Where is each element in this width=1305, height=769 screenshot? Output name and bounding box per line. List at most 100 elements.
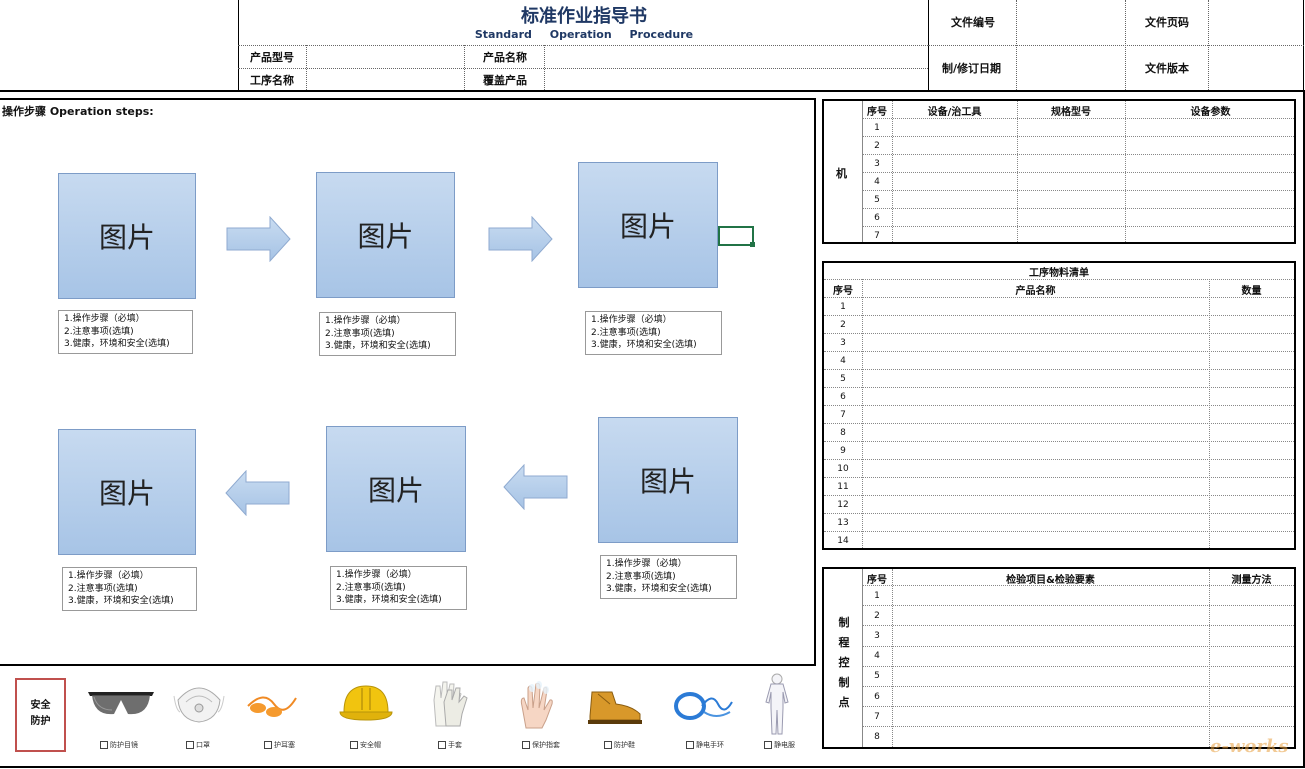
- table-row[interactable]: 5: [862, 191, 1294, 209]
- doc-version-label: 文件版本: [1145, 62, 1189, 75]
- col-header: 产品名称: [1015, 286, 1056, 297]
- row-number: 4: [874, 176, 880, 187]
- ppe-item[interactable]: 静电手环: [686, 740, 724, 750]
- row-number: 12: [837, 499, 849, 510]
- mask-icon: [173, 687, 225, 723]
- ppe-checkbox[interactable]: [764, 741, 772, 749]
- ppe-label: 安全帽: [360, 741, 381, 749]
- table-row[interactable]: 7: [824, 406, 1294, 424]
- table-row[interactable]: 7: [862, 227, 1294, 245]
- row-number: 5: [874, 671, 880, 682]
- table-row[interactable]: 3: [824, 334, 1294, 352]
- arrow-right-icon: [488, 216, 553, 262]
- row-number: 3: [874, 630, 880, 641]
- doc-page-label: 文件页码: [1145, 16, 1189, 29]
- ppe-label: 静电手环: [696, 741, 724, 749]
- col-header: 数量: [1241, 286, 1262, 297]
- ppe-item[interactable]: 防护目镜: [100, 740, 138, 750]
- ppe-item[interactable]: 保护指套: [522, 740, 560, 750]
- table-row[interactable]: 3: [862, 626, 1294, 647]
- watermark-logo: e-works: [1210, 736, 1289, 757]
- table-row[interactable]: 8: [824, 424, 1294, 442]
- machine-side-label: 机: [836, 167, 847, 180]
- table-row[interactable]: 9: [824, 442, 1294, 460]
- ppe-label: 静电服: [774, 741, 795, 749]
- table-row[interactable]: 2: [862, 606, 1294, 627]
- table-row[interactable]: 2: [824, 316, 1294, 334]
- arrow-left-icon: [225, 470, 290, 516]
- table-row[interactable]: 3: [862, 155, 1294, 173]
- row-number: 9: [840, 445, 846, 456]
- table-row[interactable]: 4: [824, 352, 1294, 370]
- row-number: 5: [840, 373, 846, 384]
- step-note: 1.操作步骤（必填）2.注意事项(选填)3.健康，环境和安全(选填): [319, 312, 456, 356]
- table-row[interactable]: 5: [862, 667, 1294, 687]
- table-row[interactable]: 6: [862, 209, 1294, 227]
- row-number: 7: [840, 409, 846, 420]
- col-header: 规格型号: [1051, 107, 1091, 118]
- ppe-item[interactable]: 安全帽: [350, 740, 381, 750]
- table-row[interactable]: 2: [862, 137, 1294, 155]
- row-number: 2: [874, 140, 880, 151]
- col-header: 序号: [833, 286, 853, 297]
- table-row[interactable]: 1: [862, 119, 1294, 137]
- row-number: 6: [874, 691, 880, 702]
- ppe-item[interactable]: 静电服: [764, 740, 795, 750]
- operation-steps-title: 操作步骤 Operation steps:: [2, 105, 154, 118]
- ppe-item[interactable]: 口罩: [186, 740, 210, 750]
- table-row[interactable]: 1: [824, 298, 1294, 316]
- table-row[interactable]: 4: [862, 647, 1294, 667]
- ppe-checkbox[interactable]: [100, 741, 108, 749]
- cell-selection: [718, 226, 754, 246]
- step-6-picture[interactable]: 图片: [58, 429, 196, 555]
- ppe-checkbox[interactable]: [350, 741, 358, 749]
- ppe-checkbox[interactable]: [604, 741, 612, 749]
- row-number: 4: [840, 355, 846, 366]
- row-number: 6: [840, 391, 846, 402]
- goggles-icon: [88, 692, 154, 715]
- table-row[interactable]: 14: [824, 532, 1294, 550]
- wrist-strap-icon: [674, 692, 733, 720]
- table-row[interactable]: 12: [824, 496, 1294, 514]
- doc-number-label: 文件编号: [951, 16, 995, 29]
- material-table-title: 工序物料清单: [1029, 268, 1089, 279]
- table-row[interactable]: 5: [824, 370, 1294, 388]
- table-row[interactable]: 6: [862, 687, 1294, 708]
- helmet-icon: [339, 685, 393, 721]
- table-row[interactable]: 6: [824, 388, 1294, 406]
- ppe-checkbox[interactable]: [522, 741, 530, 749]
- table-row[interactable]: 10: [824, 460, 1294, 478]
- ppe-checkbox[interactable]: [186, 741, 194, 749]
- step-3-picture[interactable]: 图片: [578, 162, 718, 288]
- step-1-picture[interactable]: 图片: [58, 173, 196, 299]
- ppe-checkbox[interactable]: [686, 741, 694, 749]
- step-2-picture[interactable]: 图片: [316, 172, 455, 298]
- operation-steps-panel: 操作步骤 Operation steps:: [0, 98, 816, 666]
- step-note: 1.操作步骤（必填）2.注意事项(选填)3.健康，环境和安全(选填): [600, 555, 737, 599]
- header: 标准作业指导书 Standard Operation Procedure 产品型…: [0, 0, 1305, 92]
- table-row[interactable]: 13: [824, 514, 1294, 532]
- step-5-picture[interactable]: 图片: [326, 426, 466, 552]
- revise-date-label: 制/修订日期: [942, 62, 1002, 75]
- ppe-checkbox[interactable]: [264, 741, 272, 749]
- table-row[interactable]: 4: [862, 173, 1294, 191]
- arrow-right-icon: [226, 216, 291, 262]
- ppe-checkbox[interactable]: [438, 741, 446, 749]
- col-header: 设备参数: [1190, 107, 1231, 118]
- step-note: 1.操作步骤（必填）2.注意事项(选填)3.健康，环境和安全(选填): [58, 310, 193, 354]
- cell-selection-handle[interactable]: [750, 242, 755, 247]
- row-number: 6: [874, 212, 880, 223]
- ppe-label: 口罩: [196, 741, 210, 749]
- row-number: 4: [874, 651, 880, 662]
- step-4-picture[interactable]: 图片: [598, 417, 738, 543]
- table-row[interactable]: 11: [824, 478, 1294, 496]
- ppe-item[interactable]: 手套: [438, 740, 462, 750]
- page-subtitle: Standard Operation Procedure: [474, 28, 694, 41]
- table-row[interactable]: 8: [862, 727, 1294, 747]
- ppe-item[interactable]: 护耳塞: [264, 740, 295, 750]
- col-header: 检验项目&检验要素: [1006, 575, 1095, 586]
- table-row[interactable]: 1: [862, 586, 1294, 607]
- row-number: 3: [840, 337, 846, 348]
- ppe-item[interactable]: 防护鞋: [604, 740, 635, 750]
- table-row[interactable]: 7: [862, 707, 1294, 728]
